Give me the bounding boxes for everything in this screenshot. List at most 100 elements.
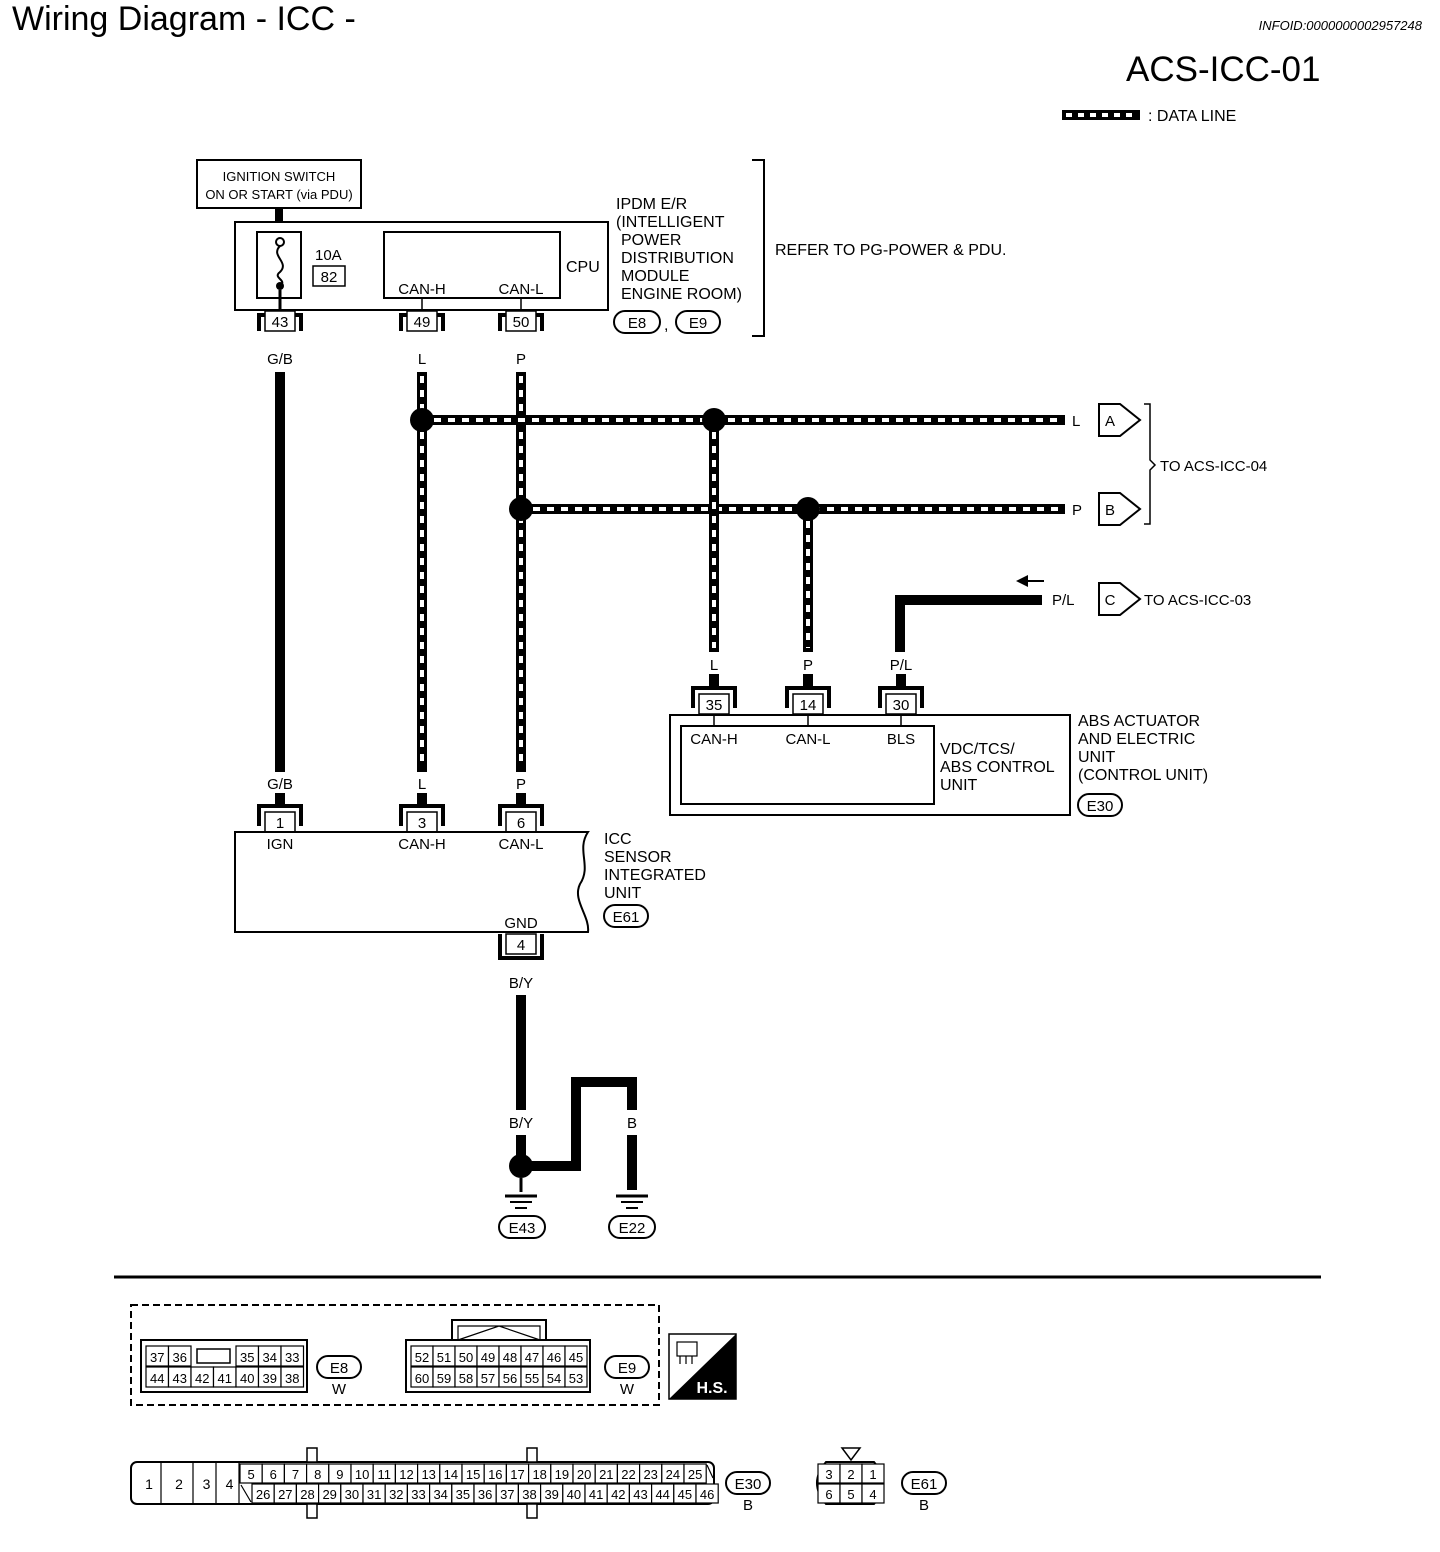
- e8-pin: 44: [150, 1371, 164, 1386]
- data-lines: [417, 372, 1065, 772]
- icc-pin-6: 6: [517, 815, 525, 832]
- e9-pin: 58: [459, 1371, 473, 1386]
- splice-dot: [796, 497, 820, 521]
- abs-inner-1: VDC/TCS/: [940, 741, 1015, 758]
- arrow-left-icon: [1016, 575, 1028, 587]
- icc-name-4: UNIT: [604, 885, 642, 902]
- e61-pin: 5: [847, 1487, 854, 1502]
- e30-pin: 45: [678, 1487, 692, 1502]
- e30-pin: 22: [621, 1467, 635, 1482]
- e8-pin: 37: [150, 1350, 164, 1365]
- info-id: INFOID:0000000002957248: [1258, 18, 1422, 33]
- e8-pin: 42: [195, 1371, 209, 1386]
- e9-pin: 50: [459, 1350, 473, 1365]
- fuse-terminal-icon: [275, 237, 285, 247]
- e30-pin: 1: [145, 1476, 153, 1492]
- refer-label: REFER TO PG-POWER & PDU.: [775, 242, 1006, 259]
- wire-pl-abs: P/L: [890, 657, 913, 674]
- e30-pin: 27: [278, 1487, 292, 1502]
- wire-l-abs: L: [710, 657, 718, 674]
- fuse-number: 82: [321, 269, 338, 286]
- e30-pin: 4: [226, 1476, 234, 1492]
- wire-gb-top: G/B: [267, 351, 293, 368]
- ipdm-conn-e8: E8: [628, 315, 646, 332]
- icc-pin-1: 1: [276, 815, 284, 832]
- ipdm-name-6: ENGINE ROOM): [621, 286, 742, 303]
- ipdm-name-2: (INTELLIGENT: [616, 214, 725, 231]
- diagram-code: ACS-ICC-01: [1126, 50, 1321, 89]
- abs-name-2: AND ELECTRIC: [1078, 731, 1195, 748]
- e61-pin: 6: [825, 1487, 832, 1502]
- wire-b-2: B: [627, 1115, 637, 1132]
- e8-pin: 39: [263, 1371, 277, 1386]
- e8-pin: 38: [285, 1371, 299, 1386]
- ipdm-canl-label: CAN-L: [498, 281, 543, 298]
- e9-pin: 46: [547, 1350, 561, 1365]
- e30-pin: 46: [700, 1487, 714, 1502]
- connector-views-frame: [130, 1304, 660, 1406]
- e9-pin: 52: [415, 1350, 429, 1365]
- connector-a: A: [1098, 403, 1142, 437]
- e30-pin: 23: [643, 1467, 657, 1482]
- legend-label: : DATA LINE: [1148, 108, 1236, 125]
- e9-pin: 59: [437, 1371, 451, 1386]
- e30-pin: 28: [300, 1487, 314, 1502]
- abs-canl-label: CAN-L: [785, 731, 830, 748]
- e9-color: W: [620, 1381, 635, 1398]
- wire-l-right: L: [1072, 413, 1080, 430]
- e30-pin: 37: [500, 1487, 514, 1502]
- harness-side-icon: H.S.: [668, 1333, 737, 1400]
- e30-pin: 31: [367, 1487, 381, 1502]
- e30-pin: 44: [655, 1487, 669, 1502]
- e30-pin: 34: [433, 1487, 447, 1502]
- e8-pin: 43: [173, 1371, 187, 1386]
- e30-pin: 7: [292, 1467, 299, 1482]
- e30-pin: 32: [389, 1487, 403, 1502]
- svg-text:C: C: [1105, 592, 1116, 609]
- e8-pin: 33: [285, 1350, 299, 1365]
- ipdm-conn-sep: ,: [664, 317, 668, 334]
- ipdm-conn-e9: E9: [689, 315, 707, 332]
- wire-pl-right: P/L: [1052, 592, 1075, 609]
- e30-pin: 30: [345, 1487, 359, 1502]
- abs-bls-label: BLS: [887, 731, 915, 748]
- e8-color: W: [332, 1381, 347, 1398]
- e9-pin: 53: [569, 1371, 583, 1386]
- page-title: Wiring Diagram - ICC -: [12, 0, 356, 38]
- e8-pin: 36: [173, 1350, 187, 1365]
- e30-pin: 8: [314, 1467, 321, 1482]
- e8-pin: 41: [218, 1371, 232, 1386]
- e30-pin: 13: [421, 1467, 435, 1482]
- splice-dot: [702, 408, 726, 432]
- wire-p-top: P: [516, 351, 526, 368]
- e8-id: E8: [330, 1360, 348, 1377]
- hs-label: H.S.: [696, 1380, 727, 1397]
- wire-by-top: B/Y: [509, 975, 533, 992]
- e30-pin: 11: [378, 1467, 392, 1482]
- e30-pin: 25: [688, 1467, 702, 1482]
- e61-color: B: [919, 1497, 929, 1514]
- e61-pin: 3: [825, 1467, 832, 1482]
- wire-l-icc: L: [418, 776, 426, 793]
- e30-pin: 19: [555, 1467, 569, 1482]
- ipdm-name-5: MODULE: [621, 268, 689, 285]
- svg-text:B: B: [1105, 502, 1115, 519]
- e9-pin: 55: [525, 1371, 539, 1386]
- e30-pin: 5: [247, 1467, 254, 1482]
- e30-id: E30: [735, 1476, 762, 1493]
- e9-pin: 49: [481, 1350, 495, 1365]
- e30-pin: 15: [466, 1467, 480, 1482]
- to-acs-icc-04: TO ACS-ICC-04: [1160, 458, 1267, 475]
- wire-p-icc: P: [516, 776, 526, 793]
- e30-pin: 17: [510, 1467, 524, 1482]
- abs-name-4: (CONTROL UNIT): [1078, 767, 1208, 784]
- e30-color: B: [743, 1497, 753, 1514]
- ignition-switch-box: IGNITION SWITCH ON OR START (via PDU): [196, 159, 362, 222]
- icc-name-3: INTEGRATED: [604, 867, 706, 884]
- ignition-line2: ON OR START (via PDU): [205, 187, 352, 202]
- icc-canh-label: CAN-H: [398, 836, 446, 853]
- ipdm-name-1: IPDM E/R: [616, 196, 687, 213]
- icc-sensor-unit: 1 3 6 IGN CAN-H CAN-L GND ICC SENSOR INT…: [234, 804, 706, 960]
